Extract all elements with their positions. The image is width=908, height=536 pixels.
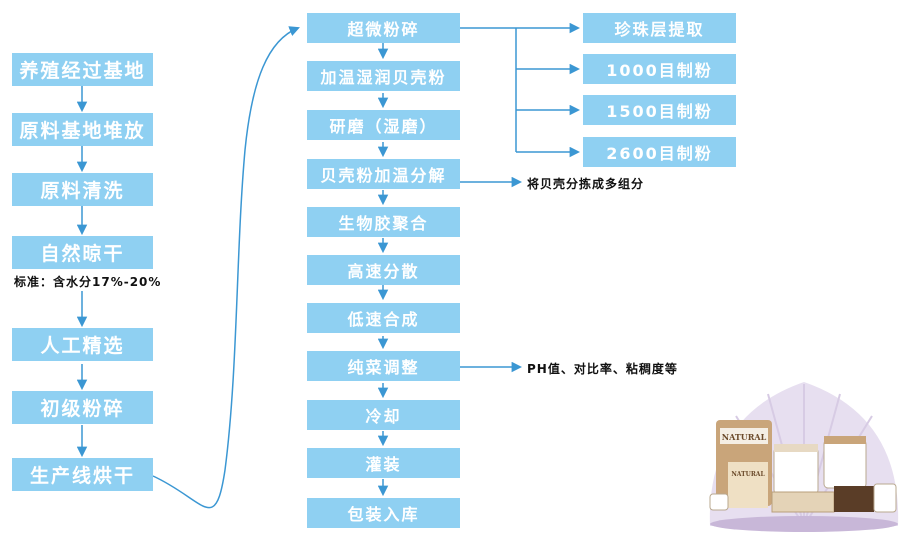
step-adjustment: 纯菜调整 bbox=[307, 351, 460, 381]
step-raw-washing: 原料清洗 bbox=[12, 173, 153, 206]
moisture-standard-note: 标准：含水分17%-20% bbox=[14, 275, 162, 289]
step-ultrafine-grinding: 超微粉碎 bbox=[307, 13, 460, 43]
svg-text:NATURAL: NATURAL bbox=[722, 432, 767, 442]
step-low-speed-synthesis: 低速合成 bbox=[307, 303, 460, 333]
step-raw-storage: 原料基地堆放 bbox=[12, 113, 153, 146]
output-1500-mesh: 1500目制粉 bbox=[583, 95, 736, 125]
step-manual-selection: 人工精选 bbox=[12, 328, 153, 361]
step-farming-base: 养殖经过基地 bbox=[12, 53, 153, 86]
curve-arrow bbox=[152, 26, 300, 509]
output-1000-mesh: 1000目制粉 bbox=[583, 54, 736, 84]
decompose-note: 将贝壳分拣成多组分 bbox=[527, 177, 645, 191]
step-bio-gel-polymerize: 生物胶聚合 bbox=[307, 207, 460, 237]
step-air-drying: 自然晾干 bbox=[12, 236, 153, 269]
svg-text:NATURAL: NATURAL bbox=[731, 471, 765, 478]
adjust-note: PH值、对比率、粘稠度等 bbox=[527, 362, 678, 376]
step-high-speed-disperse: 高速分散 bbox=[307, 255, 460, 285]
step-heat-moisten: 加温湿润贝壳粉 bbox=[307, 61, 460, 91]
step-primary-grinding: 初级粉碎 bbox=[12, 391, 153, 424]
step-cooling: 冷却 bbox=[307, 400, 460, 430]
step-pack-store: 包装入库 bbox=[307, 498, 460, 528]
product-packaging-photo: NATURAL NATURAL bbox=[709, 382, 899, 532]
output-2600-mesh: 2600目制粉 bbox=[583, 137, 736, 167]
step-line-drying: 生产线烘干 bbox=[12, 458, 153, 491]
step-heat-decompose: 贝壳粉加温分解 bbox=[307, 159, 460, 189]
step-filling: 灌装 bbox=[307, 448, 460, 478]
output-pearl-layer: 珍珠层提取 bbox=[583, 13, 736, 43]
step-wet-milling: 研磨（湿磨） bbox=[307, 110, 460, 140]
